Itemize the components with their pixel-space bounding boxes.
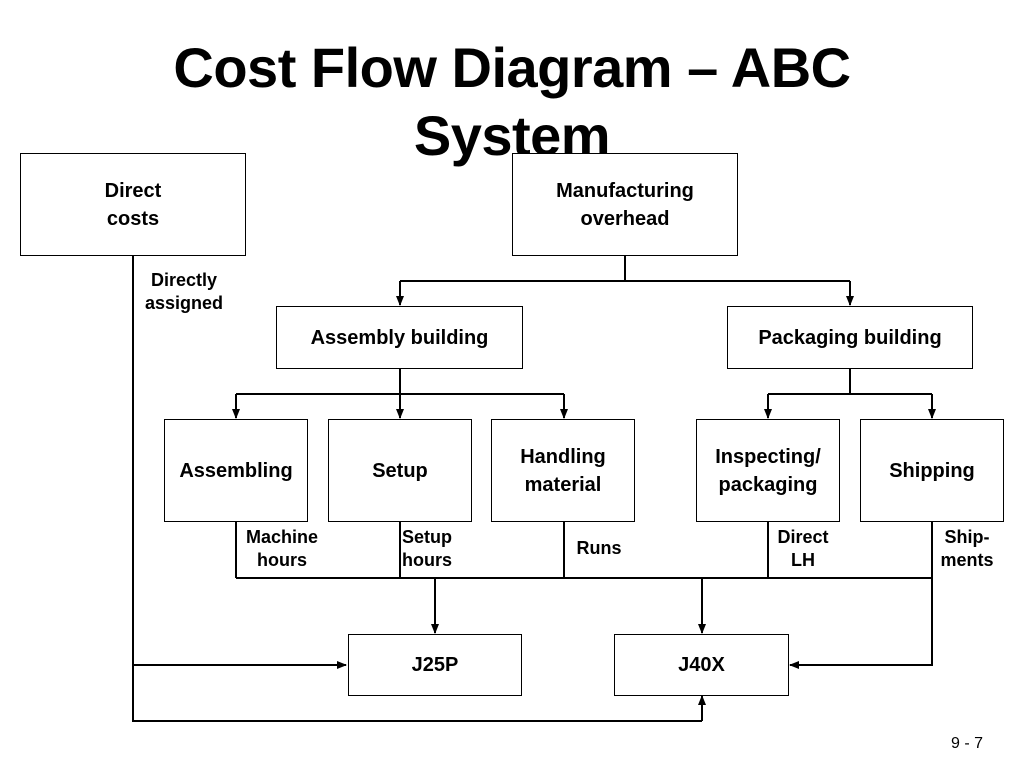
direct-lh-driver-label: Direct LH (777, 527, 829, 570)
direct-costs-trunk (132, 256, 702, 722)
assembly-to-activities-connector (236, 369, 564, 395)
activity-drops (235, 522, 933, 578)
packaging-to-activities-connector (768, 369, 932, 395)
shipping-to-j40x (789, 578, 933, 669)
manufacturing-overhead-box: Manufacturing overhead (512, 153, 738, 256)
j40x-box: J40X (614, 634, 789, 696)
overhead-to-buildings-connector (400, 256, 850, 282)
packaging-building-box: Packaging building (727, 306, 973, 369)
setup-box: Setup (328, 419, 472, 522)
j25p-box: J25P (348, 634, 522, 696)
assembling-box: Assembling (164, 419, 308, 522)
shipments-driver-label: Ship- ments (940, 527, 994, 570)
assembly-building-box: Assembly building (276, 306, 523, 369)
inspecting-packaging-box: Inspecting/ packaging (696, 419, 840, 522)
handling-material-box: Handling material (491, 419, 635, 522)
runs-driver-label: Runs (576, 538, 622, 558)
machine-hours-driver-label: Machine hours (245, 527, 319, 570)
setup-hours-driver-label: Setup hours (402, 527, 453, 570)
slide-number: 9 - 7 (951, 735, 984, 752)
slide-title-line-1: Cost Flow Diagram – ABC (173, 36, 851, 99)
direct-costs-box: Direct costs (20, 153, 246, 256)
directly-assigned-label: Directly assigned (144, 270, 224, 313)
shipping-box: Shipping (860, 419, 1004, 522)
